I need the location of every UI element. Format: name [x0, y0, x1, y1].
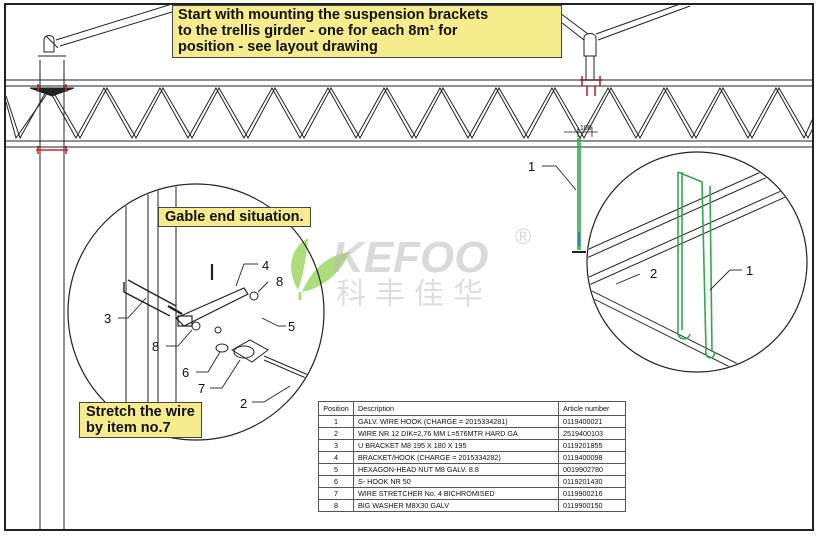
parts-list-table: Position Description Article number 1 GA…	[318, 401, 626, 512]
cell-position: 2	[318, 427, 354, 440]
cell-description: BIG WASHER M8X30 GALV	[353, 499, 559, 512]
instruction-note-top: Start with mounting the suspension brack…	[172, 5, 562, 58]
header-position: Position	[318, 401, 354, 416]
dimension-label: 100	[580, 125, 592, 132]
table-row: 6 S- HOOK NR 50 0119201430	[318, 475, 626, 488]
cell-description: U BRACKET M8 195 X 180 X 195	[353, 439, 559, 452]
gable-leaders	[118, 263, 291, 403]
watermark-brand: KEFOO	[332, 233, 488, 282]
callout-4: 4	[262, 258, 269, 273]
stretch-note-line-2: by item no.7	[86, 420, 171, 437]
leader-1-detail	[709, 269, 742, 291]
cell-description: WIRE NR 12 DIK=2,76 MM L=576MTR HARD GA	[353, 427, 559, 440]
note-top-line-3: position - see layout drawing	[178, 39, 378, 56]
leader-2-detail	[615, 273, 641, 285]
cell-position: 6	[318, 475, 354, 488]
cell-article-number: 0119900150	[558, 499, 626, 512]
callout-3: 3	[104, 311, 111, 326]
gable-end-label: Gable end situation.	[158, 207, 311, 228]
table-row: 1 GALV. WIRE HOOK (CHARGE = 2015334281) …	[318, 415, 626, 428]
table-row: 8 BIG WASHER M8X30 GALV 0119900150	[318, 499, 626, 512]
note-top-line-1: Start with mounting the suspension brack…	[178, 7, 489, 23]
stretch-wire-note: Stretch the wire by item no.7	[79, 402, 202, 439]
cell-article-number: 0119400021	[558, 415, 626, 428]
cell-description: WIRE STRETCHER No. 4 BICHROMISED	[353, 487, 559, 500]
cell-position: 7	[318, 487, 354, 500]
cell-position: 4	[318, 451, 354, 464]
callout-6: 6	[182, 365, 189, 380]
table-header-row: Position Description Article number	[318, 401, 626, 416]
watermark-registered-mark: ®	[515, 224, 531, 249]
cell-position: 8	[318, 499, 354, 512]
trellis-girder	[5, 79, 814, 148]
callout-2-detail: 2	[650, 266, 657, 281]
table-row: 5 HEXAGON-HEAD NUT M8 GALV. 8.8 00199027…	[318, 463, 626, 476]
cell-position: 1	[318, 415, 354, 428]
cell-article-number: 0119900216	[558, 487, 626, 500]
note-top-line-2: to the trellis girder - one for each 8m¹…	[178, 23, 458, 40]
callout-8-lower: 8	[152, 339, 159, 354]
callout-8-upper: 8	[276, 274, 283, 289]
left-column-red-brackets	[36, 84, 68, 154]
right-column-head	[583, 33, 597, 80]
detail-view-gable	[67, 183, 325, 441]
header-article-number: Article number	[558, 401, 626, 416]
callout-1-detail: 1	[746, 263, 753, 278]
cell-article-number: 0119201855	[558, 439, 626, 452]
left-column	[29, 35, 75, 530]
callout-7: 7	[198, 381, 205, 396]
table-row: 4 BRACKET/HOOK (CHARGE = 2015334282) 011…	[318, 451, 626, 464]
cell-description: S- HOOK NR 50	[353, 475, 559, 488]
table-row: 7 WIRE STRETCHER No. 4 BICHROMISED 01199…	[318, 487, 626, 500]
detail-view-right	[586, 151, 808, 373]
header-description: Description	[353, 401, 559, 416]
table-row: 3 U BRACKET M8 195 X 180 X 195 011920185…	[318, 439, 626, 452]
cell-position: 5	[318, 463, 354, 476]
hanging-wire-hook	[564, 127, 598, 253]
drawing-frame	[4, 3, 814, 531]
watermark-leaf-logo	[291, 238, 350, 300]
cell-article-number: 0119201430	[558, 475, 626, 488]
leader-1-main	[542, 165, 577, 191]
callout-2-gable: 2	[240, 396, 247, 411]
cell-article-number: 2519400103	[558, 427, 626, 440]
callout-1-main: 1	[528, 159, 535, 174]
stretch-note-line-1: Stretch the wire	[86, 404, 195, 420]
roof-lines	[55, 3, 691, 47]
callout-5: 5	[288, 319, 295, 334]
watermark-chinese: 科丰佳华	[336, 277, 492, 312]
cell-article-number: 0119400098	[558, 451, 626, 464]
cell-description: HEXAGON-HEAD NUT M8 GALV. 8.8	[353, 463, 559, 476]
cell-position: 3	[318, 439, 354, 452]
watermark: KEFOO ® 科丰佳华	[291, 224, 531, 312]
cell-description: GALV. WIRE HOOK (CHARGE = 2015334281)	[353, 415, 559, 428]
cell-article-number: 0019902780	[558, 463, 626, 476]
table-row: 2 WIRE NR 12 DIK=2,76 MM L=576MTR HARD G…	[318, 427, 626, 440]
cell-description: BRACKET/HOOK (CHARGE = 2015334282)	[353, 451, 559, 464]
